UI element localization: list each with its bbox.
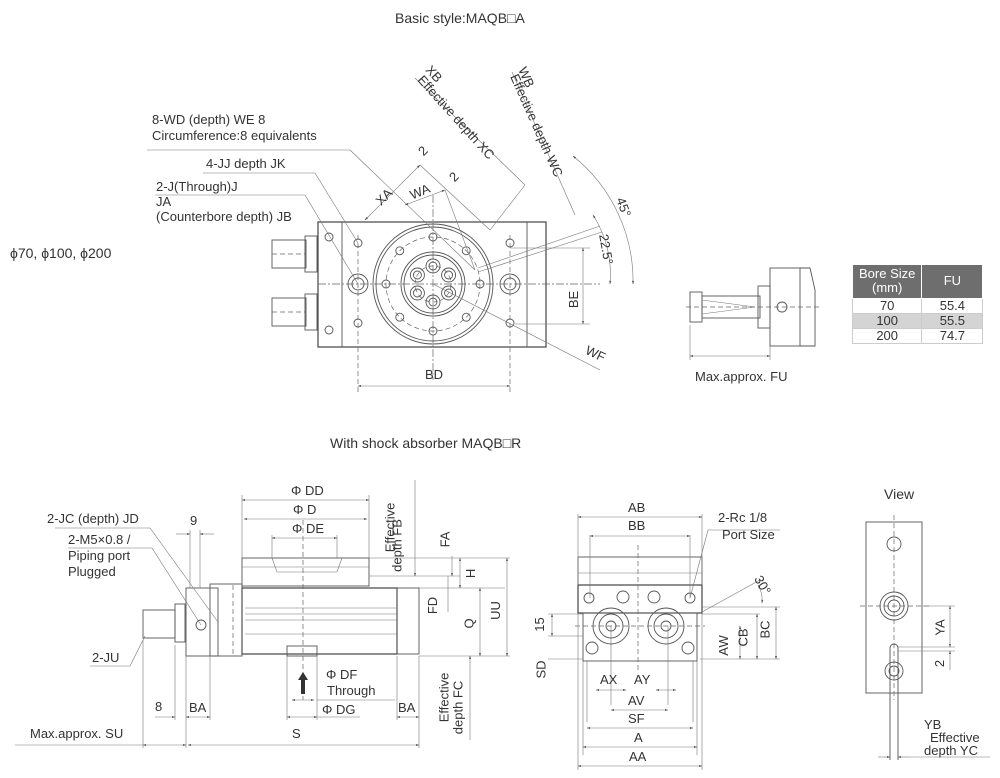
dim-a: A [634, 730, 643, 745]
front-view-drawing [548, 514, 780, 770]
dim-sd: SD [533, 660, 549, 679]
bore-sizes-label: ϕ70, ϕ100, ϕ200 [10, 245, 112, 261]
dim-two: 2 [932, 659, 948, 668]
table-row: 100 55.5 [851, 312, 984, 329]
bolt-hole [425, 258, 441, 274]
cell-fu: 55.4 [921, 297, 984, 314]
fu-table: Bore Size(mm) FU 70 55.4 100 55.5 200 74… [851, 264, 984, 344]
bolt-hole [425, 294, 441, 310]
bolt-hole [428, 297, 438, 307]
table-row: 70 55.4 [851, 297, 984, 314]
dim-sf: SF [628, 711, 645, 726]
dim-be: BE [566, 290, 582, 309]
bolt-hole [444, 288, 454, 298]
dim-d: Φ D [293, 502, 317, 517]
arrow-up-icon [298, 672, 308, 694]
circumference-hole [475, 279, 485, 289]
bolt-hole [412, 288, 422, 298]
circumference-hole [428, 326, 438, 336]
top-view-drawing [147, 71, 635, 395]
dim-dg: Φ DG [322, 702, 356, 717]
dim-ya: YA [932, 619, 948, 636]
dim-ax: AX [600, 672, 618, 687]
circumference-hole [381, 279, 391, 289]
callout-ja: JA [156, 194, 172, 209]
basic-style-title: Basic style:MAQB□A [395, 10, 525, 26]
dim-fifteen: 15 [531, 617, 547, 632]
bolt-hole [444, 270, 454, 280]
dim-bb: BB [628, 518, 646, 533]
fu-detail-drawing [686, 267, 820, 360]
shock-absorber-title: With shock absorber MAQB□R [330, 435, 522, 451]
cell-fu: 55.5 [921, 312, 984, 329]
circumference-hole [461, 312, 471, 322]
callout-plugged: Plugged [68, 564, 116, 579]
table-outer-circle [372, 223, 494, 345]
header-fu: FU [921, 264, 984, 299]
circumference-hole [395, 312, 405, 322]
dim-ba-left: BA [189, 700, 207, 715]
dim-de: Φ DE [292, 521, 325, 536]
view-title: View [884, 486, 915, 502]
callout-piping-port: Piping port [68, 548, 131, 563]
callout-fb-depth: depth FB [389, 519, 405, 572]
dim-bc: BC [757, 620, 773, 639]
cell-bore: 200 [851, 327, 923, 344]
dim-uu: UU [487, 601, 503, 620]
bolt-hole [409, 267, 425, 283]
dim-fd: FD [425, 596, 441, 615]
dim-eight: 8 [155, 699, 163, 714]
callout-rc: 2-Rc 1/8 [718, 510, 768, 525]
callout-yc: depth YC [924, 743, 978, 758]
callout-jb: (Counterbore depth) JB [156, 209, 292, 224]
callout-yb-effective: Effective [930, 730, 980, 745]
cell-bore: 70 [851, 297, 923, 314]
dim-q: Q [461, 618, 477, 629]
callout-jc: 2-JC (depth) JD [47, 511, 139, 526]
header-bore-size: Bore Size(mm) [851, 264, 923, 299]
callout-m5: 2-M5×0.8 / [68, 532, 131, 547]
callout-yb: YB [924, 717, 942, 732]
circumference-hole [428, 232, 438, 242]
dim-aw: AW [715, 635, 731, 656]
cell-fu: 74.7 [921, 327, 984, 344]
bolt-hole [409, 285, 425, 301]
bolt-hole [441, 267, 457, 283]
detail-view-drawing [860, 515, 990, 760]
callout-jj: 4-JJ depth JK [206, 156, 286, 171]
fu-label: Max.approx. FU [695, 369, 788, 384]
dim-dd: Φ DD [291, 483, 324, 498]
dim-s: S [292, 726, 301, 741]
dim-ab: AB [628, 500, 646, 515]
body-outline [317, 221, 547, 348]
dim-fa: FA [437, 531, 453, 548]
dim-cb: CB [735, 628, 751, 647]
dim-h: H [463, 568, 479, 579]
callout-port-size: Port Size [722, 527, 775, 542]
bolt-hole [428, 261, 438, 271]
cell-bore: 100 [851, 312, 923, 329]
dim-su: Max.approx. SU [30, 726, 124, 741]
dim-df-through: Through [327, 683, 376, 698]
dim-bd: BD [425, 367, 444, 382]
side-view-drawing [15, 480, 510, 748]
dim-ay: AY [634, 672, 651, 687]
dim-nine: 9 [190, 513, 198, 528]
dim-df: Φ DF [326, 667, 358, 682]
bolt-hole [412, 270, 422, 280]
table-row: 200 74.7 [851, 327, 984, 344]
callout-fc-depth: depth FC [450, 680, 466, 735]
callout-ju: 2-JU [92, 650, 120, 665]
bolt-hole [441, 285, 457, 301]
callout-j: 2-J(Through)J [156, 179, 238, 194]
dim-av: AV [628, 693, 645, 708]
dim-aa: AA [629, 749, 647, 764]
dim-ba-right: BA [398, 700, 416, 715]
circumference-hole [395, 246, 405, 256]
callout-wd-circumference: Circumference:8 equivalents [152, 128, 317, 143]
callout-wd: 8-WD (depth) WE 8 [152, 112, 266, 127]
